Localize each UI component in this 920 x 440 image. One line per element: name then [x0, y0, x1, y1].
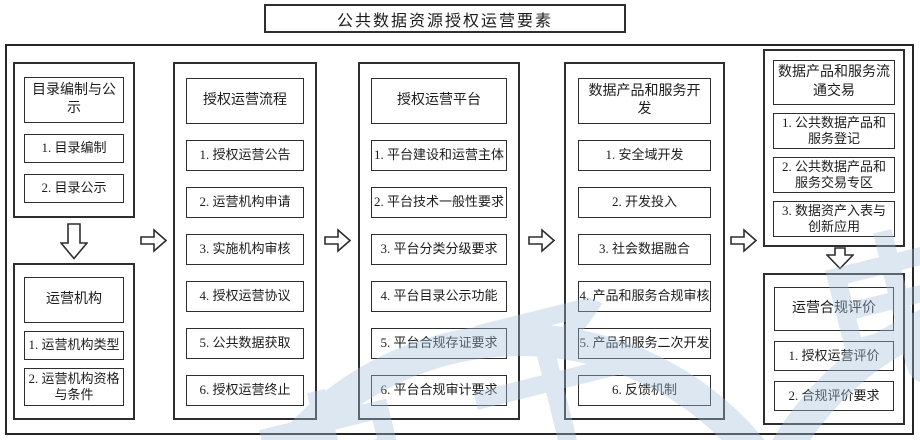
down-arrow-icon — [826, 247, 854, 270]
group-item: 3. 社会数据融合 — [578, 234, 711, 265]
group-authorized-operation-platform: 授权运营平台 1. 平台建设和运营主体 2. 平台技术一般性要求 3. 平台分类… — [358, 62, 520, 420]
group-item: 2. 目录公示 — [24, 174, 124, 203]
group-item: 2. 公共数据产品和服务交易专区 — [773, 157, 895, 193]
group-item: 5. 平台合规存证要求 — [371, 328, 507, 359]
right-arrow-icon — [324, 228, 351, 253]
group-data-product-service-development: 数据产品和服务开发 1. 安全域开发 2. 开发投入 3. 社会数据融合 4. … — [564, 62, 725, 420]
right-arrow-icon — [528, 228, 555, 253]
group-item: 1. 平台建设和运营主体 — [371, 140, 507, 171]
group-operating-institution: 运营机构 1. 运营机构类型 2. 运营机构资格与条件 — [13, 263, 135, 420]
group-item: 2. 运营机构申请 — [186, 187, 304, 218]
group-item: 6. 授权运营终止 — [186, 375, 304, 406]
group-item: 6. 反馈机制 — [578, 375, 711, 406]
group-header: 运营合规评价 — [774, 287, 894, 331]
right-arrow-icon — [730, 228, 757, 253]
group-item: 2. 平台技术一般性要求 — [371, 187, 507, 218]
group-item: 4. 平台目录公示功能 — [371, 281, 507, 312]
down-arrow-icon — [60, 223, 88, 260]
group-item: 1. 授权运营评价 — [774, 341, 894, 371]
group-item: 5. 公共数据获取 — [186, 328, 304, 359]
group-item: 2. 合规评价要求 — [774, 381, 894, 411]
diagram-title: 公共数据资源授权运营要素 — [264, 4, 626, 33]
right-arrow-icon — [140, 228, 167, 253]
diagram-outer-frame — [5, 44, 914, 435]
group-item: 2. 开发投入 — [578, 187, 711, 218]
group-catalog-compilation-publicity: 目录编制与公示 1. 目录编制 2. 目录公示 — [13, 62, 135, 218]
group-header: 运营机构 — [24, 277, 124, 323]
group-header: 授权运营流程 — [186, 78, 304, 124]
group-item: 1. 目录编制 — [24, 134, 124, 163]
group-item: 2. 运营机构资格与条件 — [24, 368, 124, 406]
group-operation-compliance-evaluation: 运营合规评价 1. 授权运营评价 2. 合规评价要求 — [763, 273, 905, 425]
group-item: 1. 授权运营公告 — [186, 140, 304, 171]
group-item: 6. 平台合规审计要求 — [371, 375, 507, 406]
group-header: 数据产品和服务流通交易 — [773, 60, 895, 105]
group-header: 授权运营平台 — [371, 78, 507, 124]
group-item: 5. 产品和服务二次开发 — [578, 328, 711, 359]
group-item: 1. 公共数据产品和服务登记 — [773, 113, 895, 149]
group-item: 3. 实施机构审核 — [186, 234, 304, 265]
group-authorized-operation-process: 授权运营流程 1. 授权运营公告 2. 运营机构申请 3. 实施机构审核 4. … — [173, 62, 317, 420]
group-item: 3. 数据资产入表与创新应用 — [773, 201, 895, 237]
group-item: 4. 授权运营协议 — [186, 281, 304, 312]
group-item: 4. 产品和服务合规审核 — [578, 281, 711, 312]
group-header: 数据产品和服务开发 — [578, 78, 711, 124]
group-data-product-service-circulation-trading: 数据产品和服务流通交易 1. 公共数据产品和服务登记 2. 公共数据产品和服务交… — [763, 49, 905, 247]
group-header: 目录编制与公示 — [24, 77, 124, 123]
group-item: 3. 平台分类分级要求 — [371, 234, 507, 265]
group-item: 1. 安全域开发 — [578, 140, 711, 171]
group-item: 1. 运营机构类型 — [24, 331, 124, 360]
